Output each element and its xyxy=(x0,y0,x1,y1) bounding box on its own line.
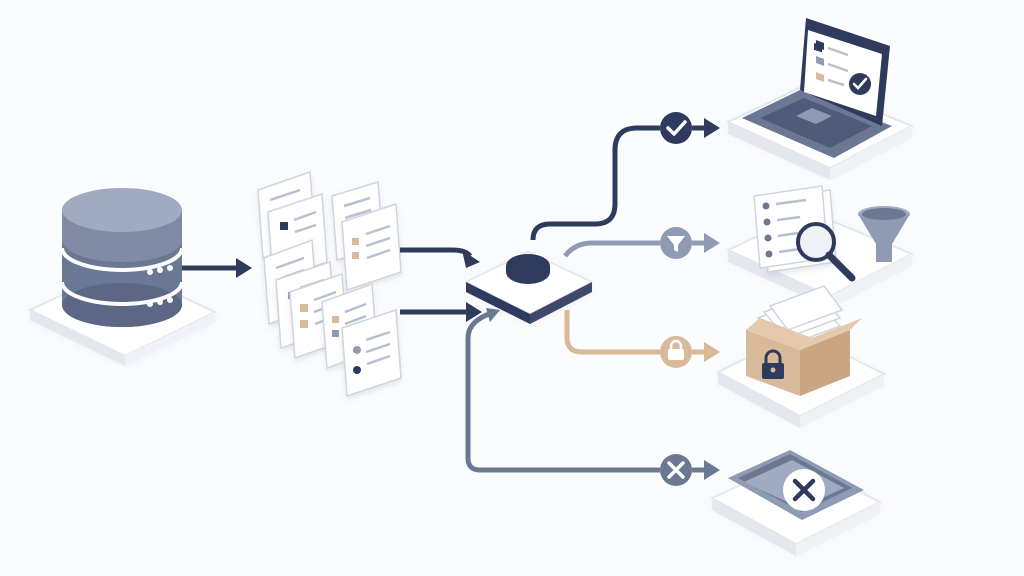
router-hub-icon xyxy=(464,251,594,324)
arrow-db-to-records xyxy=(182,258,252,278)
archive-box-node xyxy=(715,285,887,428)
x-icon xyxy=(660,454,692,486)
arrow-records-to-router-bottom xyxy=(400,302,482,322)
laptop-icon xyxy=(742,18,892,158)
reject-tray-node xyxy=(709,450,883,556)
database-node xyxy=(27,188,218,366)
document-card xyxy=(341,202,402,292)
route-approved-line xyxy=(530,118,720,241)
document-stack-icon xyxy=(257,170,402,398)
reject-tray-icon xyxy=(728,450,864,520)
route-filtered-line xyxy=(563,233,720,258)
check-icon xyxy=(660,112,692,144)
document-search-icon xyxy=(753,185,856,282)
lock-icon xyxy=(660,336,692,368)
route-locked-line xyxy=(564,310,720,362)
document-card xyxy=(341,308,402,398)
route-rejected-line xyxy=(465,308,720,480)
filter-icon xyxy=(660,227,692,259)
laptop-node xyxy=(725,18,915,180)
database-icon xyxy=(60,188,184,327)
archive-box-icon xyxy=(746,285,862,396)
arrow-records-to-router-top xyxy=(400,247,480,268)
funnel-icon xyxy=(858,206,910,262)
